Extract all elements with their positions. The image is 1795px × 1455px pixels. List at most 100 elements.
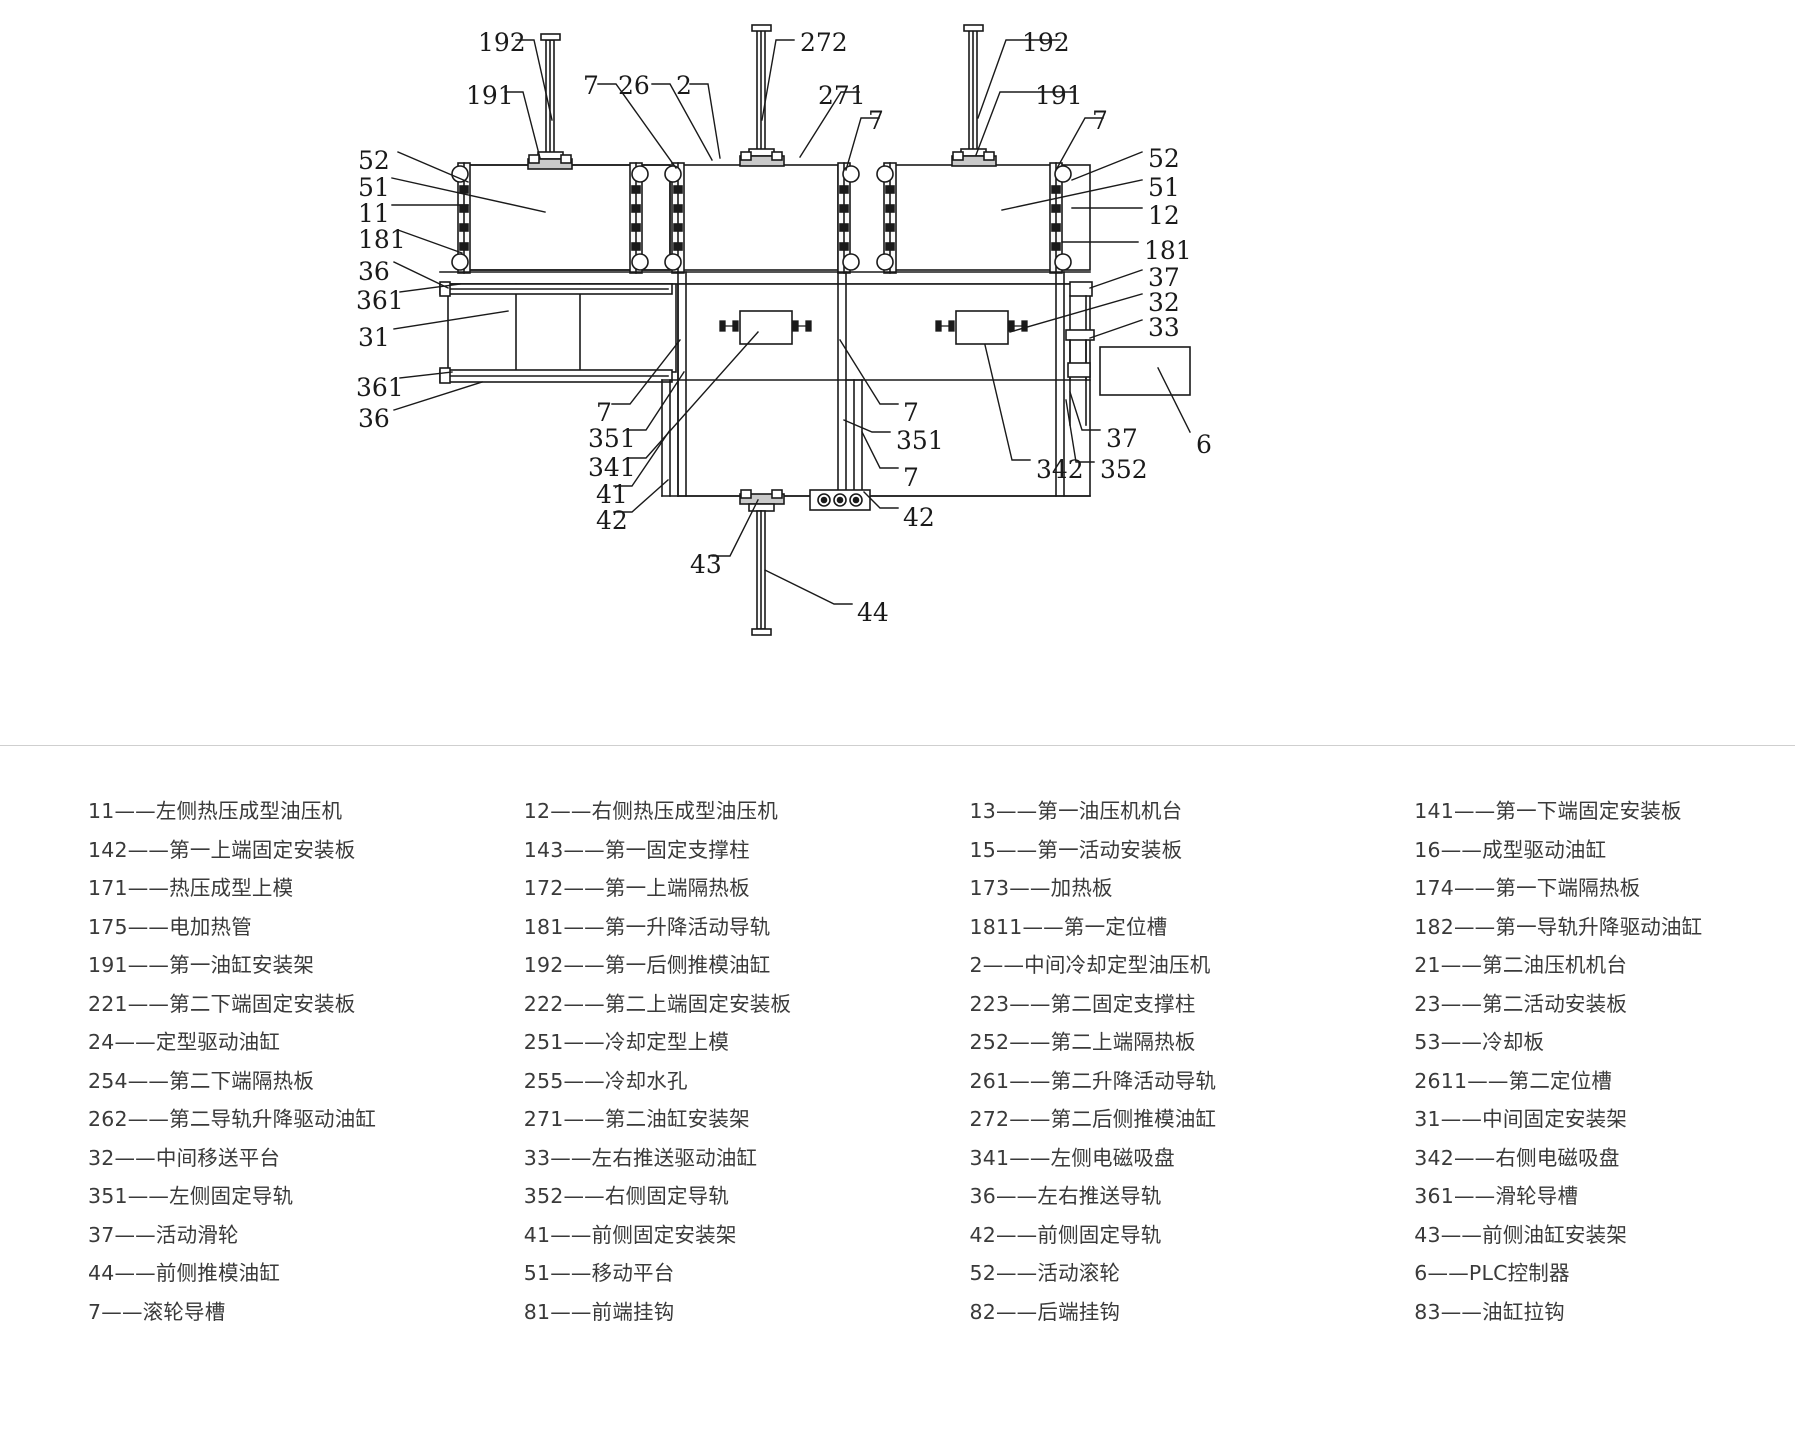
legend-entry-251: 251——冷却定型上模 — [523, 1030, 730, 1055]
legend-entry-52: 52——活动滚轮 — [969, 1261, 1121, 1286]
figure-callout-192: 192 — [478, 28, 526, 57]
figure-callout-37: 37 — [1148, 263, 1180, 292]
middle-press-upper-body — [677, 164, 839, 271]
figure-callout-192: 192 — [1022, 28, 1070, 57]
figure-callout-33: 33 — [1148, 313, 1180, 342]
left-press-right-rail — [629, 162, 649, 274]
legend-row: 32——中间移送平台 33——左右推送驱动油缸 341——左侧电磁吸盘 342——右侧… — [0, 1137, 1795, 1176]
legend-entry-141: 141——第一下端固定安装板 — [1414, 799, 1682, 824]
right-electromagnetic-chuck — [935, 310, 1028, 345]
figure-callout-191: 191 — [1035, 81, 1083, 110]
middle-press-left-rail — [664, 162, 685, 274]
legend-entry-252: 252——第二上端隔热板 — [969, 1030, 1196, 1055]
middle-rear-push-cylinder — [739, 24, 785, 167]
figure-callout-26: 26 — [618, 71, 650, 100]
legend-entry-223: 223——第二固定支撑柱 — [969, 991, 1196, 1016]
right-rear-push-cylinder — [951, 24, 997, 167]
figure-callout-352: 352 — [1100, 455, 1148, 484]
legend-entry-142: 142——第一上端固定安装板 — [88, 837, 356, 862]
legend-entry-37: 37——活动滑轮 — [88, 1222, 239, 1247]
figure-callout-2: 2 — [676, 71, 692, 100]
legend-entry-191: 191——第一油缸安装架 — [88, 953, 315, 978]
figure-callout-351: 351 — [588, 424, 636, 453]
figure-callout-42: 42 — [596, 506, 628, 535]
legend-entry-361: 361——滑轮导槽 — [1414, 1184, 1579, 1209]
figure-callout-7: 7 — [596, 398, 612, 427]
figure-callout-361: 361 — [356, 373, 404, 402]
legend-entry-33: 33——左右推送驱动油缸 — [523, 1145, 758, 1170]
legend-entry-1811: 1811——第一定位槽 — [969, 914, 1168, 939]
figure-callout-36: 36 — [358, 257, 390, 286]
legend-entry-192: 192——第一后侧推模油缸 — [523, 953, 771, 978]
legend-row: 11——左侧热压成型油压机 12——右侧热压成型油压机 13——第一油压机机台 141… — [0, 790, 1795, 829]
legend-entry-11: 11——左侧热压成型油压机 — [88, 799, 343, 824]
figure-callout-42: 42 — [903, 503, 935, 532]
legend-entry-43: 43——前侧油缸安装架 — [1414, 1222, 1628, 1247]
legend-entry-254: 254——第二下端隔热板 — [88, 1068, 315, 1093]
figure-callout-191: 191 — [466, 81, 514, 110]
legend-row: 191——第一油缸安装架 192——第一后侧推模油缸 2——中间冷却定型油压机 21—… — [0, 944, 1795, 983]
right-press-left-rail — [876, 162, 897, 274]
legend-entry-6: 6——PLC控制器 — [1414, 1261, 1570, 1286]
figure-callout-181: 181 — [1144, 236, 1192, 265]
legend-entry-171: 171——热压成型上模 — [88, 876, 294, 901]
legend-entry-13: 13——第一油压机机台 — [969, 799, 1183, 824]
legend-entry-262: 262——第二导轨升降驱动油缸 — [88, 1107, 377, 1132]
figure-callout-52: 52 — [358, 146, 390, 175]
transfer-platform-band — [439, 271, 1091, 285]
figure-callout-6: 6 — [1196, 430, 1212, 459]
legend-entry-2611: 2611——第二定位槽 — [1414, 1068, 1613, 1093]
legend-entry-51: 51——移动平台 — [523, 1261, 675, 1286]
legend-entry-173: 173——加热板 — [969, 876, 1113, 901]
figure-callout-11: 11 — [358, 199, 390, 228]
legend-entry-24: 24——定型驱动油缸 — [88, 1030, 281, 1055]
main-lower-body — [677, 271, 1091, 497]
figure-callout-37: 37 — [1106, 424, 1138, 453]
figure-callout-351: 351 — [896, 426, 944, 455]
legend-entry-222: 222——第二上端固定安装板 — [523, 991, 792, 1016]
legend-entry-352: 352——右侧固定导轨 — [523, 1184, 730, 1209]
legend-entry-12: 12——右侧热压成型油压机 — [523, 799, 778, 824]
legend-entry-41: 41——前侧固定安装架 — [523, 1222, 737, 1247]
reference-numeral-legend: 11——左侧热压成型油压机 12——右侧热压成型油压机 13——第一油压机机台 141… — [0, 760, 1795, 1329]
front-roller-block — [809, 489, 871, 511]
figure-callout-32: 32 — [1148, 288, 1180, 317]
legend-entry-172: 172——第一上端隔热板 — [523, 876, 750, 901]
legend-entry-21: 21——第二油压机机台 — [1414, 953, 1628, 978]
figure-callout-36: 36 — [358, 404, 390, 433]
figure-callout-361: 361 — [356, 286, 404, 315]
front-push-cylinder — [739, 489, 785, 636]
left-electromagnetic-chuck — [719, 310, 812, 345]
figure-callout-271: 271 — [818, 81, 866, 110]
legend-entry-2: 2——中间冷却定型油压机 — [969, 953, 1211, 978]
legend-entry-271: 271——第二油缸安装架 — [523, 1107, 750, 1132]
figure-callout-31: 31 — [358, 323, 390, 352]
legend-entry-81: 81——前端挂钩 — [523, 1299, 675, 1324]
figure-callout-181: 181 — [358, 225, 406, 254]
legend-entry-23: 23——第二活动安装板 — [1414, 991, 1628, 1016]
figure-callout-7: 7 — [583, 71, 599, 100]
figure-callout-44: 44 — [857, 598, 889, 627]
legend-entry-342: 342——右侧电磁吸盘 — [1414, 1145, 1620, 1170]
figure-callout-341: 341 — [588, 453, 636, 482]
legend-entry-182: 182——第一导轨升降驱动油缸 — [1414, 914, 1703, 939]
section-divider — [0, 745, 1795, 746]
legend-entry-36: 36——左右推送导轨 — [969, 1184, 1162, 1209]
legend-entry-32: 32——中间移送平台 — [88, 1145, 281, 1170]
legend-entry-341: 341——左侧电磁吸盘 — [969, 1145, 1175, 1170]
figure-callout-7: 7 — [903, 463, 919, 492]
figure-callout-7: 7 — [903, 398, 919, 427]
legend-entry-7: 7——滚轮导槽 — [88, 1299, 226, 1324]
front-fixed-frame — [661, 379, 863, 497]
leader-lines — [391, 39, 1191, 605]
